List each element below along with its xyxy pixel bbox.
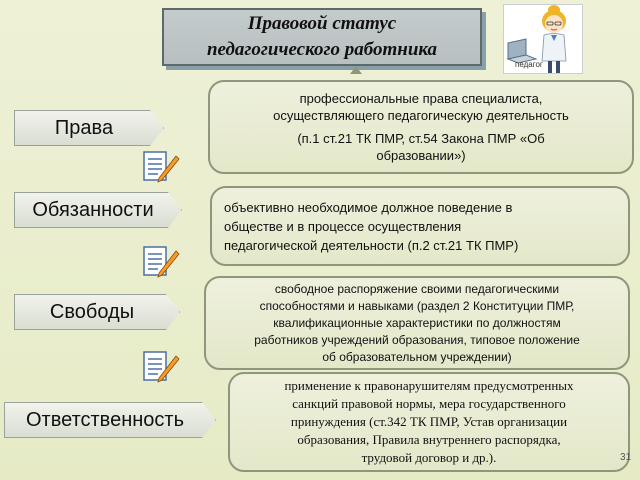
rights-line-1: профессиональные права специалиста,: [299, 91, 543, 106]
connector-arrow-icon: [350, 66, 362, 74]
page-title: Правовой статус педагогического работник…: [162, 8, 482, 66]
responsibility-description-box: применение к правонарушителям предусмотр…: [228, 372, 630, 472]
teacher-illustration: педагог: [503, 4, 583, 74]
label-duties: Обязанности: [14, 192, 182, 228]
duties-description-box: объективно необходимое должное поведение…: [210, 186, 630, 266]
document-pencil-icon: [143, 246, 180, 278]
rights-line-3: (п.1 ст.21 ТК ПМР, ст.54 Закона ПМР «Об: [297, 131, 545, 146]
rights-line-2: осуществляющего педагогическую деятельно…: [273, 108, 569, 123]
freedoms-line-1: свободное распоряжение своими педагогиче…: [274, 281, 560, 296]
rights-description-box: профессиональные права специалиста, осущ…: [208, 80, 634, 174]
duties-line-3: педагогической деятельности (п.2 ст.21 Т…: [224, 237, 519, 253]
rights-line-4: образовании»): [376, 148, 466, 163]
freedoms-line-4: работников учреждений образования, типов…: [254, 332, 580, 347]
label-duties-text: Обязанности: [32, 198, 154, 221]
duties-line-1: объективно необходимое должное поведение…: [224, 199, 513, 215]
document-pencil-icon: [143, 351, 180, 383]
title-line-1: Правовой статус: [247, 13, 397, 34]
freedoms-line-3: квалификационные характеристики по должн…: [273, 315, 561, 330]
label-freedoms: Свободы: [14, 294, 180, 330]
freedoms-description-box: свободное распоряжение своими педагогиче…: [204, 276, 630, 370]
freedoms-line-5: об образовательном учреждении): [322, 349, 512, 364]
document-pencil-icon: [143, 151, 180, 183]
label-rights-text: Права: [54, 116, 114, 139]
teacher-caption: педагог: [515, 60, 543, 69]
label-freedoms-text: Свободы: [49, 300, 135, 323]
responsibility-line-3: принуждения (ст.342 ТК ПМР, Устав органи…: [290, 414, 568, 429]
page-number: 31: [620, 452, 632, 463]
label-responsibility: Ответственность: [4, 402, 216, 438]
responsibility-line-2: санкций правовой нормы, мера государстве…: [292, 396, 566, 411]
title-line-2: педагогического работника: [206, 39, 438, 60]
responsibility-line-5: трудовой договор и др.).: [361, 450, 497, 465]
duties-line-2: обществе и в процессе осуществления: [224, 218, 462, 234]
freedoms-line-2: способностями и навыками (раздел 2 Конст…: [259, 298, 575, 313]
responsibility-line-4: образования, Правила внутреннего распоря…: [297, 432, 561, 447]
teacher-icon: [506, 5, 567, 73]
label-rights: Права: [14, 110, 164, 146]
responsibility-line-1: применение к правонарушителям предусмотр…: [284, 378, 574, 393]
label-responsibility-text: Ответственность: [26, 408, 184, 431]
